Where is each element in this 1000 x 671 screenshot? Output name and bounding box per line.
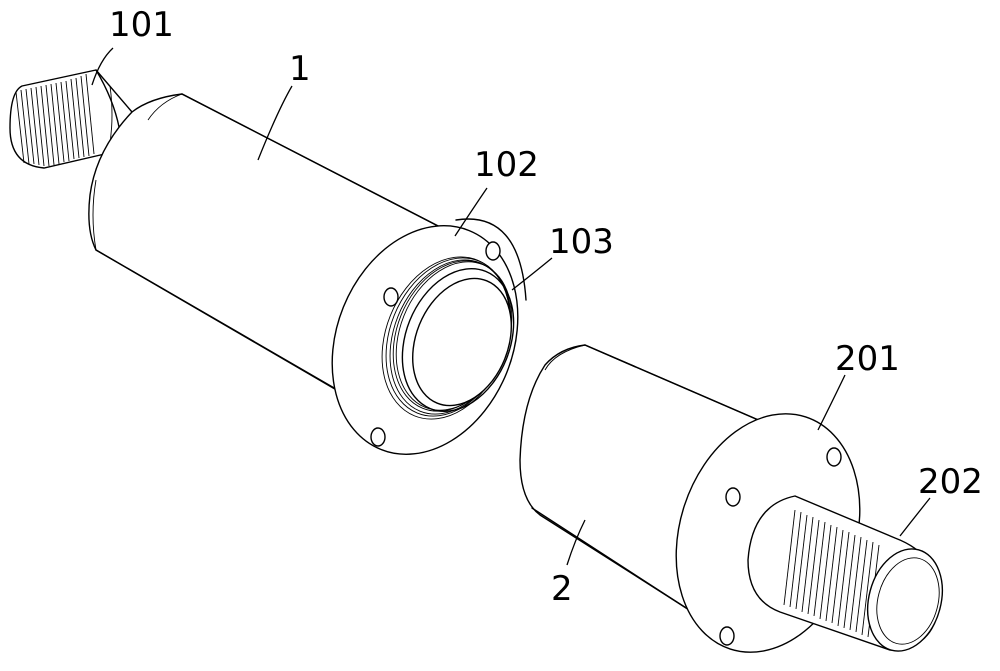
threaded-end-101 — [9, 69, 133, 181]
part-1-body — [9, 69, 527, 455]
leader-2 — [566, 519, 586, 566]
leader-101 — [91, 47, 114, 86]
leader-103 — [511, 257, 553, 291]
part-labels: 101 1 102 103 2 201 202 — [109, 5, 983, 609]
label-103: 103 — [549, 222, 614, 262]
leader-202 — [899, 497, 931, 537]
label-102: 102 — [474, 145, 539, 185]
leader-102 — [454, 187, 488, 237]
threaded-end-202 — [747, 495, 943, 652]
leader-lines — [91, 47, 931, 566]
leader-1 — [257, 85, 293, 161]
label-201: 201 — [835, 339, 900, 379]
label-101: 101 — [109, 5, 174, 45]
label-202: 202 — [918, 462, 983, 502]
threaded-bore-103 — [381, 256, 515, 420]
label-1: 1 — [289, 49, 311, 89]
label-2: 2 — [551, 569, 573, 609]
leader-201 — [817, 374, 846, 431]
part-2-body — [519, 344, 943, 653]
